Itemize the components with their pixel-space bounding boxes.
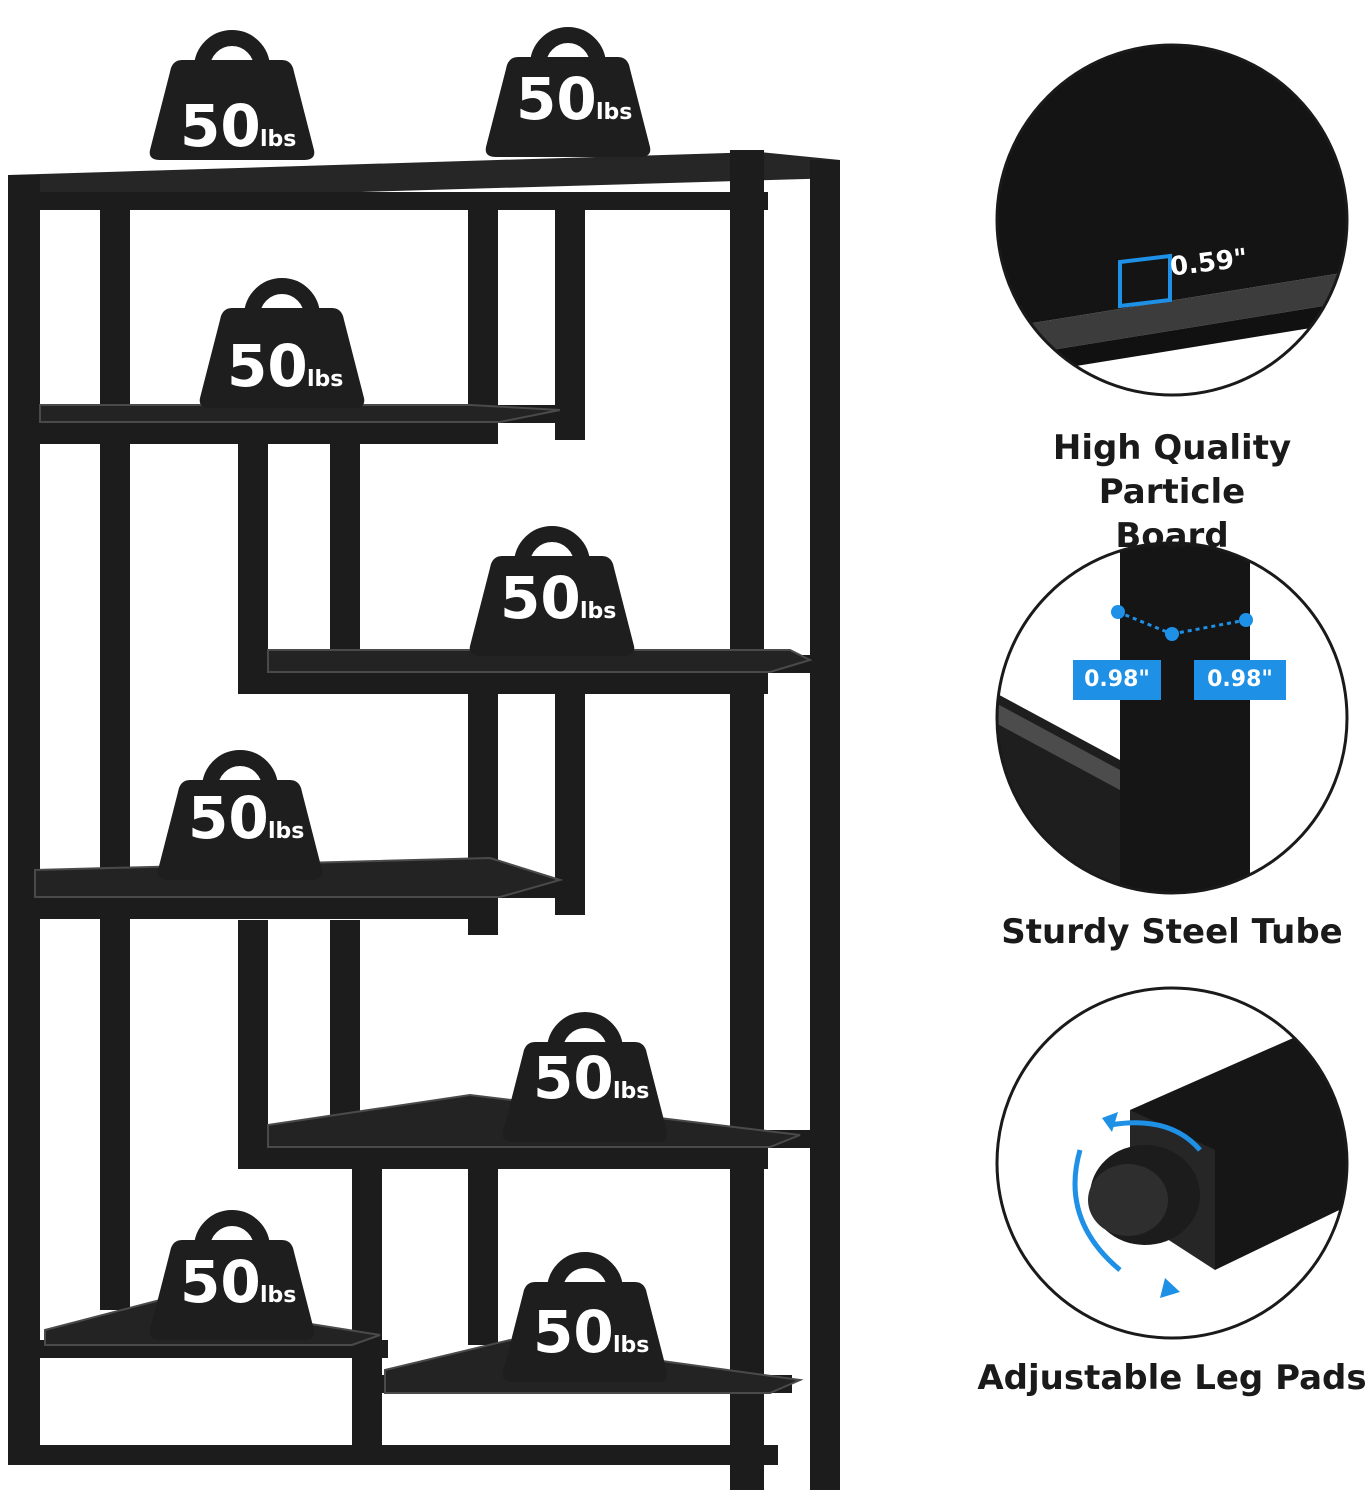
inner-post — [100, 205, 130, 420]
svg-text:50: 50 — [227, 332, 308, 400]
svg-text:50: 50 — [180, 92, 261, 160]
inner-post — [555, 195, 585, 440]
tube-width-label: 0.98" — [1073, 660, 1161, 700]
top-shelf-board — [8, 152, 840, 200]
weight-icon: 50 lbs — [158, 758, 323, 880]
right-front-post — [730, 150, 764, 1490]
svg-text:50: 50 — [516, 65, 597, 133]
tube-depth-label: 0.98" — [1194, 660, 1286, 700]
inner-post — [100, 440, 130, 870]
weights-layer: 50 lbs 50 lbs 50 lbs 50 lbs 50 lbs 50 lb… — [0, 0, 860, 1500]
svg-text:50: 50 — [533, 1298, 614, 1366]
left-front-post — [8, 175, 40, 1465]
shelf-board — [39, 404, 561, 423]
weight-icon: 50 lbs — [503, 1020, 668, 1142]
svg-text:lbs: lbs — [260, 127, 296, 152]
svg-text:50: 50 — [533, 1044, 614, 1112]
right-back-post — [810, 160, 840, 1490]
weight-icon: 50 lbs — [486, 35, 651, 157]
inner-post — [352, 1165, 382, 1465]
inner-post — [330, 920, 360, 1120]
inner-post — [100, 905, 130, 1310]
feature-caption-leg-pads: Adjustable Leg Pads — [977, 1358, 1367, 1398]
svg-text:lbs: lbs — [268, 819, 304, 844]
weight-icon: 50 lbs — [470, 534, 635, 656]
svg-text:lbs: lbs — [596, 100, 632, 125]
weight-icon: 50 lbs — [150, 38, 315, 160]
weight-icon: 50 lbs — [150, 1218, 315, 1340]
inner-post — [555, 690, 585, 915]
inner-post — [468, 1165, 498, 1345]
svg-text:lbs: lbs — [307, 367, 343, 392]
inner-post — [238, 440, 268, 685]
svg-text:50: 50 — [180, 1248, 261, 1316]
svg-text:50: 50 — [500, 564, 581, 632]
inner-post — [468, 195, 498, 440]
inner-post — [330, 440, 360, 650]
weight-icon: 50 lbs — [503, 1260, 668, 1382]
feature-caption-steel-tube: Sturdy Steel Tube — [1001, 912, 1343, 952]
svg-text:lbs: lbs — [260, 1283, 296, 1308]
feature-caption-particle-board: High Quality Particle Board — [1052, 428, 1292, 556]
inner-post — [238, 920, 268, 1150]
svg-text:lbs: lbs — [613, 1079, 649, 1104]
svg-text:lbs: lbs — [580, 599, 616, 624]
shelf-board — [267, 649, 813, 673]
svg-text:lbs: lbs — [613, 1333, 649, 1358]
svg-text:50: 50 — [188, 784, 269, 852]
weight-icon: 50 lbs — [200, 286, 365, 408]
